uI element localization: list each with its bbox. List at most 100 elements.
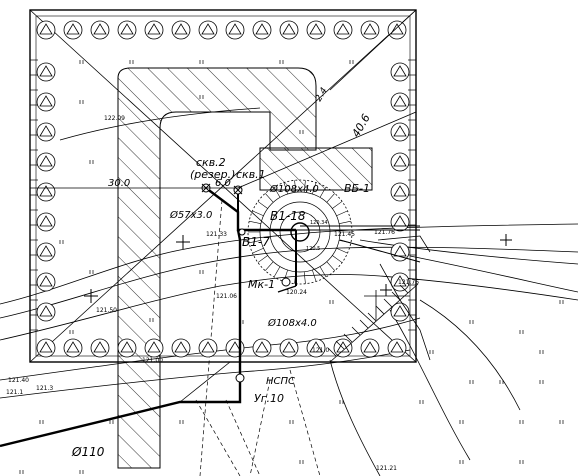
fence-post-mark [66,341,80,353]
elev-1211: 121.1 [6,389,23,396]
fence-post [171,20,191,40]
label-pipe-110: Ø110 [71,445,105,459]
fence-post [390,122,410,142]
fence-post [390,152,410,172]
elev-12145: 121.45 [334,231,355,238]
grass-mark [19,470,24,474]
fence-post [90,20,110,40]
fence-post [225,20,245,40]
label-v118: В1-18 [270,209,306,223]
embankment-slope [327,283,419,363]
fence-post-mark [309,23,323,35]
grass-mark [349,60,354,64]
fence-post-mark [390,341,404,353]
fence-post [306,338,326,358]
grass-mark [109,420,114,424]
label-dim-406: 40.6 [349,112,373,140]
grass-mark [469,320,474,324]
grass-mark [279,60,284,64]
fence-post-mark [201,23,215,35]
label-ug10: Уг.10 [254,392,284,405]
fence-post-mark [93,341,107,353]
label-dim-6: 6.0 [215,178,231,189]
fence-post [36,302,56,322]
elev-12034: 120.34 [310,220,328,226]
fence-post-mark [39,341,53,353]
elev-12050: 120.5 [306,246,320,252]
fence-post [144,338,164,358]
grass-mark [299,460,304,464]
fence-post-mark [393,125,407,137]
elev-12121: 121.21 [376,465,397,472]
elev-12209: 122.09 [104,115,125,122]
fence-post [198,20,218,40]
fence-post-mark [228,341,242,353]
fence-post-mark [336,23,350,35]
grass-mark [469,380,474,384]
grass-mark [59,240,64,244]
fence-post [36,338,56,358]
fence-post-mark [255,341,269,353]
fence-post-mark [66,23,80,35]
fence-post [117,20,137,40]
grass-mark [519,330,524,334]
fence-post-mark [282,341,296,353]
fence-post [36,272,56,292]
grass-mark [69,330,74,334]
elev-12150: 121.50 [96,307,117,314]
elev-12133: 121.33 [206,231,227,238]
node-v17 [238,228,246,236]
fence-post-mark [393,155,407,167]
fence-post [36,242,56,262]
node-mk1 [281,277,291,287]
grass-mark [39,420,44,424]
fence-post [387,338,407,358]
label-skv2-sub: (резер.) [190,168,235,181]
fence-post [360,20,380,40]
fence-post-mark [393,275,407,287]
annotations: скв.2 (резер.) скв.1 6.0 30.0 40.6 2.4 Ø… [6,86,419,472]
fence-post-mark [39,275,53,287]
elev-12176b: 121.76 [398,279,419,286]
grass-mark [89,160,94,164]
fence-post-mark [120,23,134,35]
grass-mark [519,460,524,464]
fence-post-mark [228,23,242,35]
grass-mark [459,460,464,464]
fence-post-mark [39,305,53,317]
diagonal-lines [29,9,417,363]
fence-post-mark [393,95,407,107]
fence-post-mark [363,341,377,353]
node-nsps [235,373,245,383]
fence-post [63,338,83,358]
label-pipe-108-top: Ø108x4.0 [269,183,319,195]
grass-mark [199,60,204,64]
grass-mark [419,400,424,404]
grass-mark [329,300,334,304]
fence-post [144,20,164,40]
site-boundary [29,9,417,363]
fence-post-mark [390,23,404,35]
fence-post [390,62,410,82]
label-v17: В1-7 [242,235,270,249]
elev-1213: 121.3 [36,385,53,392]
fence-post [390,92,410,112]
grass-mark [339,400,344,404]
fence-post-mark [39,95,53,107]
label-pipe-108-bottom: Ø108x4.0 [267,317,317,329]
elev-12176: 121.76 [374,229,395,236]
fence-post [171,338,191,358]
grass-mark [79,60,84,64]
grass-marks [19,59,564,474]
fence-post [63,20,83,40]
fence-post [390,302,410,322]
label-vb1: ВБ-1 [344,182,370,195]
fence-post [36,122,56,142]
elev-1210: 121.0 [312,347,329,354]
fence-post-mark [393,65,407,77]
fence-post-mark [282,23,296,35]
fence-post [36,152,56,172]
fence-post-mark [363,23,377,35]
grass-mark [559,420,564,424]
grass-mark [539,350,544,354]
